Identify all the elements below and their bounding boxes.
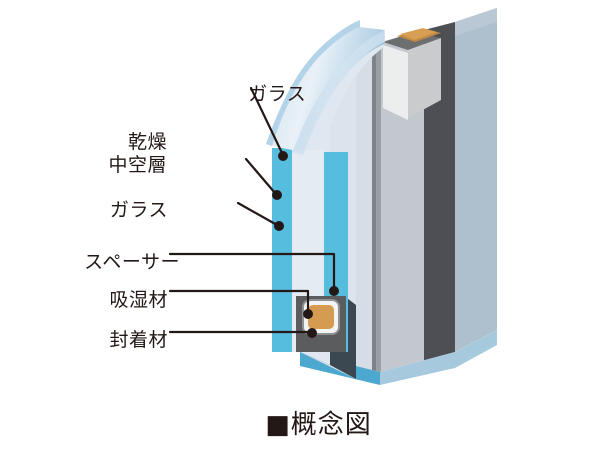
label-desiccant-text: 吸湿材 bbox=[109, 289, 168, 311]
label-glass-inner-text: ガラス bbox=[109, 199, 168, 221]
leader-glass-inner bbox=[236, 201, 279, 227]
outer-glass-pane bbox=[266, 20, 385, 155]
leader-desiccant bbox=[168, 289, 310, 315]
dot-desiccant bbox=[303, 309, 313, 319]
label-sealant: 封着材 bbox=[68, 306, 168, 375]
label-dry-air-space-text: 乾燥 中空層 bbox=[108, 131, 167, 176]
leader-dots bbox=[272, 151, 339, 338]
diagram-figure: ガラス 乾燥 中空層 ガラス スペーサー 吸湿材 封着材 ■概念図 bbox=[58, 8, 497, 440]
figure-caption: ■概念図 bbox=[0, 374, 600, 471]
double-glazing-cutaway-illustration bbox=[168, 8, 497, 385]
label-sealant-text: 封着材 bbox=[109, 329, 168, 351]
label-glass-outer: ガラス bbox=[222, 60, 306, 129]
label-desiccant: 吸湿材 bbox=[68, 266, 168, 335]
leader-spacer bbox=[168, 252, 336, 292]
dot-glass-inner bbox=[274, 221, 284, 231]
leader-dry-air-space bbox=[244, 157, 277, 195]
figure-caption-text: ■概念図 bbox=[265, 410, 372, 440]
dark-frame-band bbox=[424, 22, 455, 362]
dot-spacer bbox=[329, 286, 339, 296]
label-dry-air-space: 乾燥 中空層 bbox=[67, 108, 167, 200]
pane-divider bbox=[372, 44, 376, 375]
mid-grey-pane bbox=[375, 30, 424, 374]
dot-dry-air-space bbox=[272, 190, 282, 200]
leader-lines bbox=[168, 86, 336, 334]
leader-glass-outer bbox=[249, 86, 285, 157]
dot-glass-outer bbox=[278, 151, 288, 161]
label-glass-outer-text: ガラス bbox=[248, 83, 307, 105]
inner-gap-pale bbox=[356, 45, 372, 379]
label-spacer: スペーサー bbox=[58, 228, 179, 297]
outer-pane-far bbox=[455, 8, 497, 352]
top-spacer-assembly bbox=[383, 28, 441, 120]
label-glass-inner: ガラス bbox=[68, 176, 168, 245]
label-spacer-text: スペーサー bbox=[84, 251, 180, 273]
dot-sealant bbox=[307, 328, 317, 338]
